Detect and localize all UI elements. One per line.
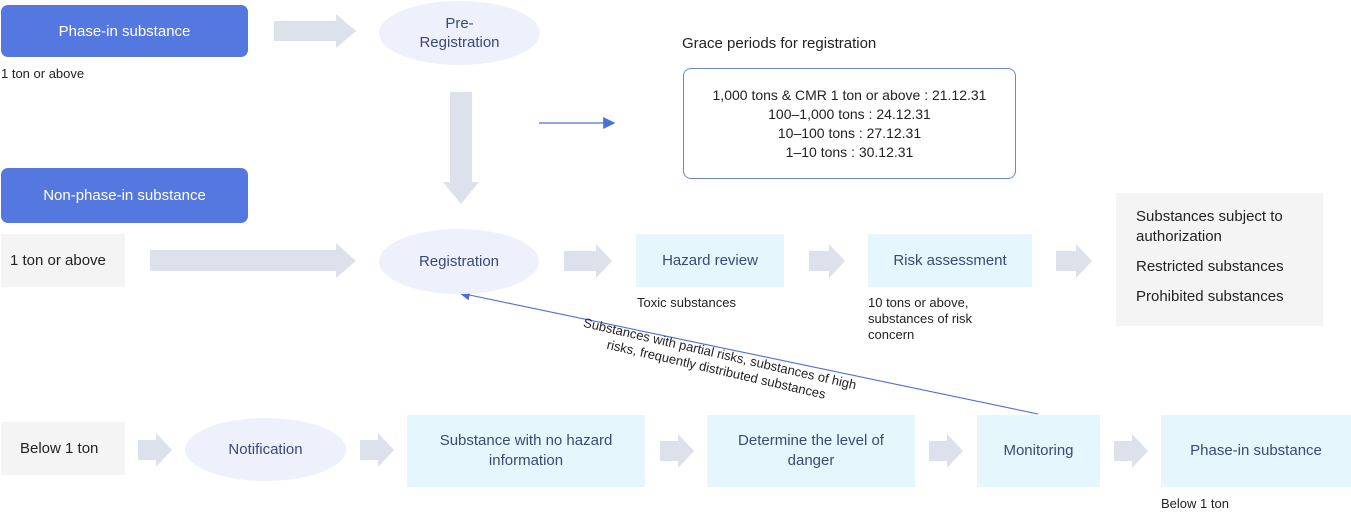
one-ton-or-above-box: 1 ton or above [1,234,125,287]
no-hazard-info-label: Substance with no hazard information [439,432,613,469]
arrow-phase-in-to-preregistration [274,14,356,48]
grace-line-1: 1,000 tons & CMR 1 ton or above : 21.12.… [712,86,987,103]
notification-node: Notification [185,418,346,481]
grace-line-4: 1–10 tons : 30.12.31 [785,143,914,160]
non-phase-in-substance-label: Non-phase-in substance [43,187,206,204]
outcome-authorization: Substances subject to authorization [1136,208,1283,245]
arrow-preregistration-to-registration [443,92,479,204]
phase-in-substance-label: Phase-in substance [58,22,191,40]
registration-node: Registration [379,229,539,294]
arrow-risk-to-outcomes [1056,244,1092,278]
risk-assessment-box: Risk assessment [868,234,1032,287]
arrow-one-ton-to-registration [150,243,356,278]
grace-line-3: 10–100 tons : 27.12.31 [777,124,922,141]
phase-in-substance-bottom-label: Phase-in substance [1190,442,1322,459]
arrow-notification-to-no-hazard [360,433,394,467]
determine-level-label: Determine the level of danger [738,432,884,469]
grace-line-2: 100–1,000 tons : 24.12.31 [768,105,931,122]
grace-periods-box: 1,000 tons & CMR 1 ton or above : 21.12.… [683,68,1016,179]
non-phase-in-substance-box: Non-phase-in substance [1,168,248,223]
arrow-no-hazard-to-determine [660,434,694,468]
below-one-ton-box: Below 1 ton [1,422,125,475]
below-one-ton-label: Below 1 ton [20,440,99,457]
hazard-review-note: Toxic substances [637,295,736,310]
determine-level-box: Determine the level of danger [707,415,915,487]
pre-registration-node: Pre- Registration [379,1,540,65]
pre-registration-label: Pre- Registration [419,15,500,51]
notification-label: Notification [228,441,303,458]
outcome-prohibited: Prohibited substances [1136,288,1284,305]
phase-in-substance-bottom-box: Phase-in substance [1161,415,1351,487]
phase-in-bottom-note: Below 1 ton [1161,496,1229,511]
outcome-restricted: Restricted substances [1136,258,1284,275]
no-hazard-info-box: Substance with no hazard information [407,415,645,487]
hazard-review-box: Hazard review [636,234,784,287]
registration-label: Registration [418,253,500,270]
arrow-monitoring-to-registration [458,289,1039,415]
risk-assessment-note: 10 tons or above, substances of risk con… [868,295,973,342]
arrow-hazard-to-risk [809,244,845,278]
arrow-determine-to-monitoring [929,434,963,468]
monitoring-label: Monitoring [1003,442,1074,459]
grace-periods-title: Grace periods for registration [682,35,877,52]
arrow-monitoring-to-phase-in [1114,434,1148,468]
phase-in-note: 1 ton or above [1,66,85,81]
arrow-below-to-notification [138,433,172,467]
phase-in-substance-box: Phase-in substance [1,5,248,57]
outcomes-box: Substances subject to authorization Rest… [1116,193,1323,326]
risk-assessment-label: Risk assessment [893,251,1007,269]
hazard-review-label: Hazard review [662,251,758,269]
one-ton-or-above-label: 1 ton or above [10,252,106,269]
monitoring-box: Monitoring [977,415,1100,487]
arrow-registration-to-hazard [564,244,612,278]
